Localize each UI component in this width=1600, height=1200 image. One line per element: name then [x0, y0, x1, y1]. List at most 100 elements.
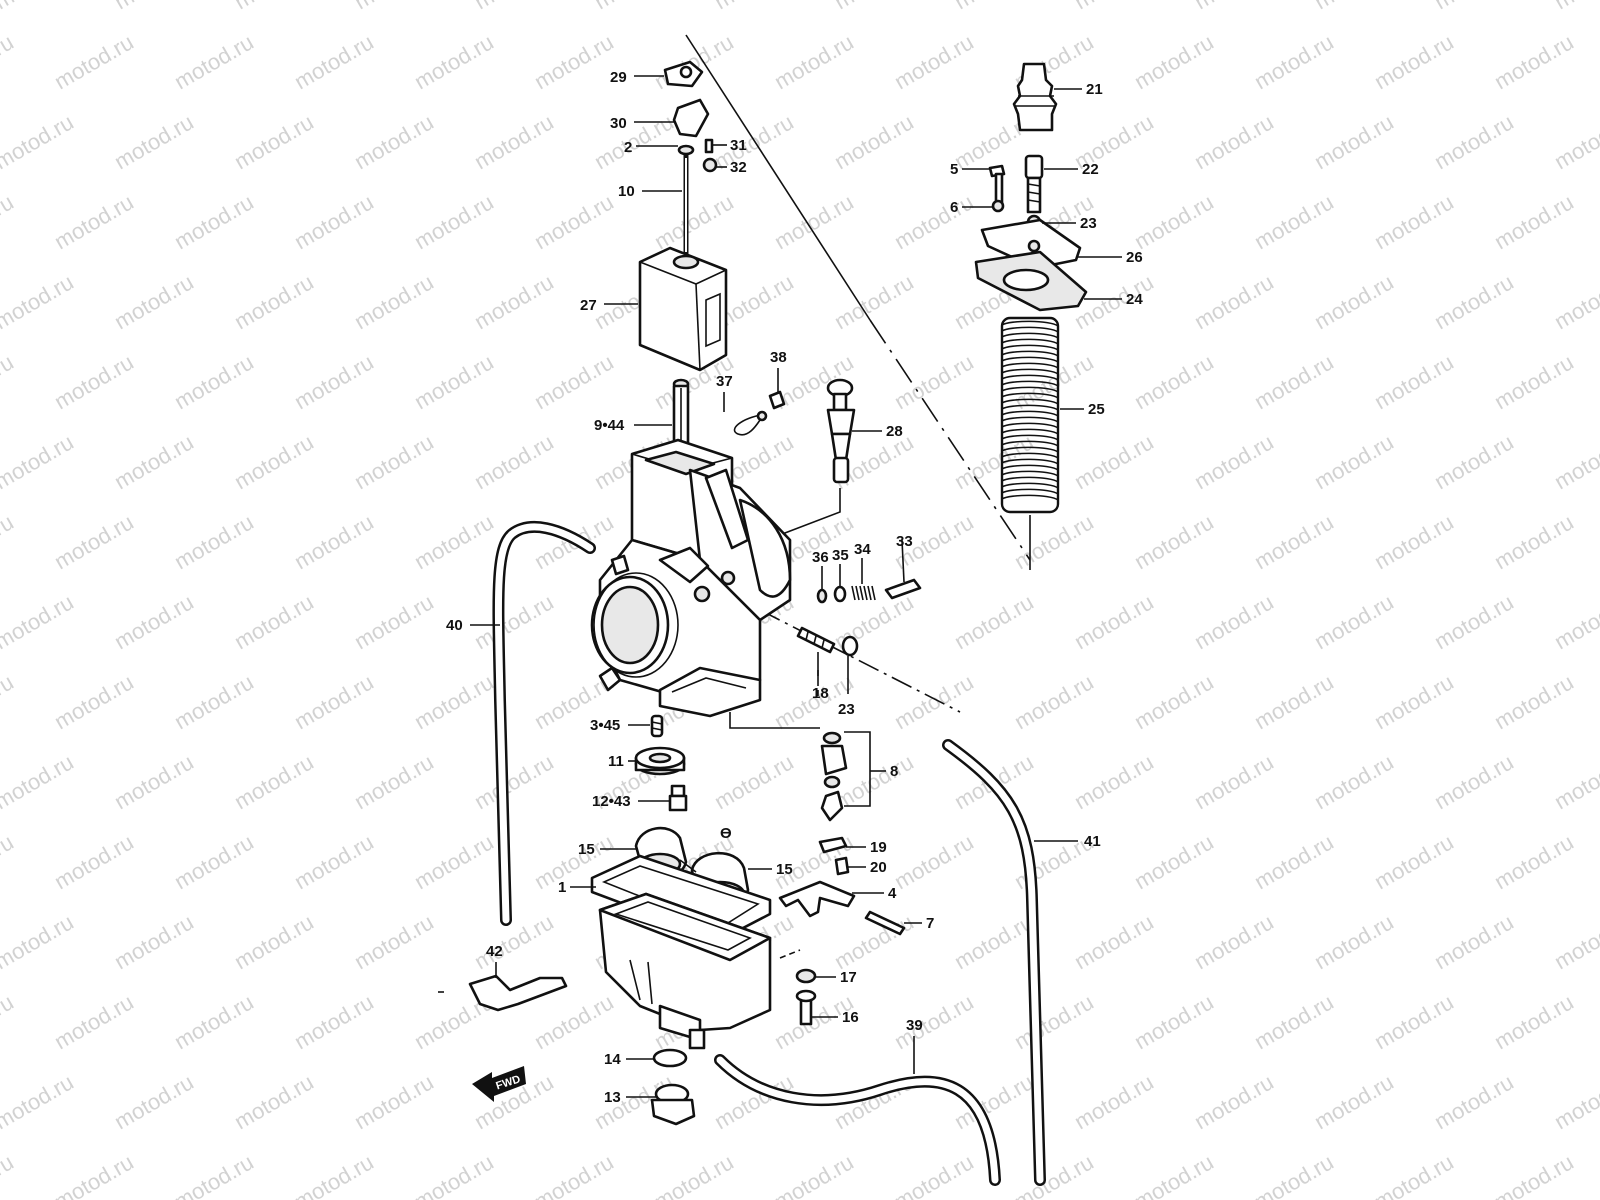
watermark-text: motod.ru — [50, 1149, 138, 1200]
watermark-text: motod.ru — [1130, 669, 1218, 734]
callout-c22: 22 — [1082, 161, 1099, 178]
spring-25 — [1000, 316, 1060, 514]
callout-c345: 3•45 — [590, 717, 620, 734]
watermark-text: motod.ru — [530, 1149, 618, 1200]
watermark-text: motod.ru — [1070, 909, 1158, 974]
watermark-text: motod.ru — [1130, 189, 1218, 254]
watermark-text: motod.ru — [0, 269, 78, 334]
watermark-text: motod.ru — [890, 669, 978, 734]
callout-c32: 32 — [730, 159, 747, 176]
watermark-text: motod.ru — [0, 829, 18, 894]
watermark-text: motod.ru — [410, 669, 498, 734]
watermark-text: motod.ru — [470, 0, 558, 14]
watermark-text: motod.ru — [290, 349, 378, 414]
watermark-text: motod.ru — [1250, 829, 1338, 894]
bracket-8 — [844, 731, 871, 807]
carburetor-body — [590, 438, 792, 718]
watermark-text: motod.ru — [290, 509, 378, 574]
watermark-text: motod.ru — [230, 269, 318, 334]
watermark-text: motod.ru — [950, 1069, 1038, 1134]
watermark-text: motod.ru — [950, 429, 1038, 494]
watermark-text: motod.ru — [530, 189, 618, 254]
screw-38-clip-37 — [733, 390, 786, 436]
washer-35 — [833, 585, 847, 603]
callout-c14: 14 — [604, 1051, 621, 1068]
spring-34 — [851, 585, 876, 601]
callout-c23a: 23 — [1080, 215, 1097, 232]
watermark-text: motod.ru — [1490, 829, 1578, 894]
watermark-text: motod.ru — [1190, 749, 1278, 814]
watermark-text: motod.ru — [1250, 349, 1338, 414]
watermark-text: motod.ru — [1310, 0, 1398, 14]
watermark-text: motod.ru — [110, 749, 198, 814]
watermark-text: motod.ru — [830, 109, 918, 174]
watermark-text: motod.ru — [1370, 349, 1458, 414]
guide-lines — [685, 34, 1031, 959]
watermark-text: motod.ru — [770, 1149, 858, 1200]
watermark-text: motod.ru — [530, 989, 618, 1054]
watermark-text: motod.ru — [1550, 749, 1600, 814]
watermark-text: motod.ru — [1490, 1149, 1578, 1200]
needle-valve-8 — [820, 731, 848, 822]
watermark-text: motod.ru — [1130, 509, 1218, 574]
screw-33 — [884, 578, 922, 600]
watermark-text: motod.ru — [50, 349, 138, 414]
callout-c26: 26 — [1126, 249, 1143, 266]
callout-c11: 11 — [608, 753, 624, 770]
watermark-text: motod.ru — [590, 0, 678, 14]
watermark-text: motod.ru — [1250, 29, 1338, 94]
adjuster-22 — [1024, 154, 1044, 180]
callout-c27: 27 — [580, 297, 597, 314]
watermark-text: motod.ru — [0, 109, 78, 174]
watermark-text: motod.ru — [350, 109, 438, 174]
starter-plunger-28 — [826, 378, 856, 484]
callout-c36: 36 — [812, 549, 829, 566]
watermark-text: motod.ru — [0, 1069, 78, 1134]
watermark-text: motod.ru — [1550, 269, 1600, 334]
callout-c8: 8 — [890, 763, 898, 780]
callout-c10: 10 — [618, 183, 635, 200]
float-arm-4 — [778, 880, 856, 918]
watermark-text: motod.ru — [0, 1149, 18, 1200]
watermark-text: motod.ru — [1490, 989, 1578, 1054]
watermark-text: motod.ru — [1190, 0, 1278, 14]
washer-32 — [702, 157, 718, 173]
watermark-text: motod.ru — [0, 749, 78, 814]
watermark-text: motod.ru — [1430, 1069, 1518, 1134]
watermark-text: motod.ru — [0, 509, 18, 574]
watermark-text: motod.ru — [110, 429, 198, 494]
callout-c30: 30 — [610, 115, 627, 132]
watermark-text: motod.ru — [50, 989, 138, 1054]
callout-c42: 42 — [486, 943, 503, 960]
watermark-text: motod.ru — [1430, 909, 1518, 974]
watermark-text: motod.ru — [1310, 749, 1398, 814]
watermark-text: motod.ru — [1070, 749, 1158, 814]
watermark-text: motod.ru — [470, 589, 558, 654]
guide-line-17 — [779, 949, 801, 959]
watermark-text: motod.ru — [50, 829, 138, 894]
callout-c4: 4 — [888, 885, 897, 902]
watermark-text: motod.ru — [410, 29, 498, 94]
watermark-text: motod.ru — [1190, 589, 1278, 654]
watermark-text: motod.ru — [1310, 909, 1398, 974]
watermark-text: motod.ru — [350, 269, 438, 334]
watermark-text: motod.ru — [1310, 589, 1398, 654]
watermark-text: motod.ru — [1190, 109, 1278, 174]
watermark-text: motod.ru — [1310, 429, 1398, 494]
watermark-text: motod.ru — [50, 29, 138, 94]
watermark-text: motod.ru — [0, 0, 78, 14]
watermark-text: motod.ru — [230, 909, 318, 974]
leader-lines — [470, 75, 1122, 1098]
guide-line-18 — [759, 609, 961, 713]
watermark-text: motod.ru — [350, 749, 438, 814]
watermark-text: motod.ru — [1070, 589, 1158, 654]
watermark-text: motod.ru — [1250, 989, 1338, 1054]
callout-c34: 34 — [854, 541, 871, 558]
callout-c15b: 15 — [776, 861, 793, 878]
callout-c1243: 12•43 — [592, 793, 631, 810]
watermark-text: motod.ru — [470, 269, 558, 334]
watermark-text: motod.ru — [1250, 509, 1338, 574]
watermark-text: motod.ru — [890, 1149, 978, 1200]
watermark-text: motod.ru — [230, 429, 318, 494]
